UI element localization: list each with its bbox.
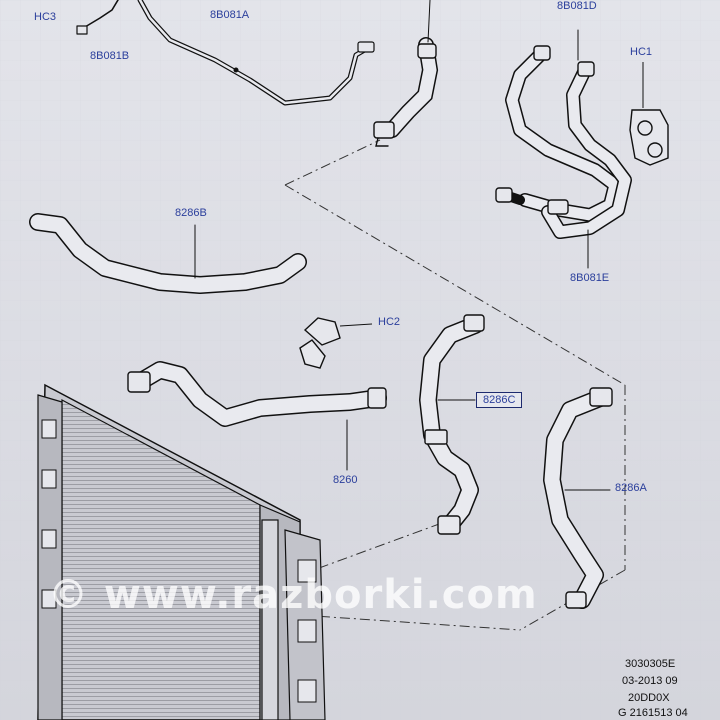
footer-code-1: 3030305E — [625, 658, 676, 670]
label-8286b: 8286B — [175, 207, 207, 219]
label-8260: 8260 — [333, 474, 358, 486]
label-hc1: HC1 — [630, 46, 653, 58]
label-8286c: 8286C — [476, 392, 523, 408]
hose-8286a — [543, 387, 613, 609]
label-8b081d: 8B081D — [557, 0, 597, 12]
pipe-8b081a — [76, 0, 375, 106]
footer-code-3: 20DD0X — [628, 692, 670, 704]
hose-top-middle — [373, 0, 439, 147]
hose-8260 — [127, 361, 387, 471]
clamp-hc1 — [629, 62, 669, 166]
label-8b081e: 8B081E — [570, 272, 610, 284]
footer-code-4: G 2161513 04 — [618, 707, 688, 719]
label-8b081b: 8B081B — [90, 50, 130, 62]
hose-8286c — [419, 314, 485, 535]
label-8b081a: 8B081A — [210, 9, 250, 21]
label-8286a: 8286A — [615, 482, 647, 494]
hose-8286b — [29, 213, 307, 294]
label-hc2: HC2 — [378, 316, 401, 328]
clamp-hc2 — [299, 317, 373, 369]
label-hc3: HC3 — [34, 11, 57, 23]
hose-8b081e — [495, 29, 632, 269]
footer-code-2: 03-2013 09 — [622, 675, 678, 687]
radiator — [37, 383, 326, 720]
watermark-text: © www.razborki.com — [48, 572, 538, 618]
